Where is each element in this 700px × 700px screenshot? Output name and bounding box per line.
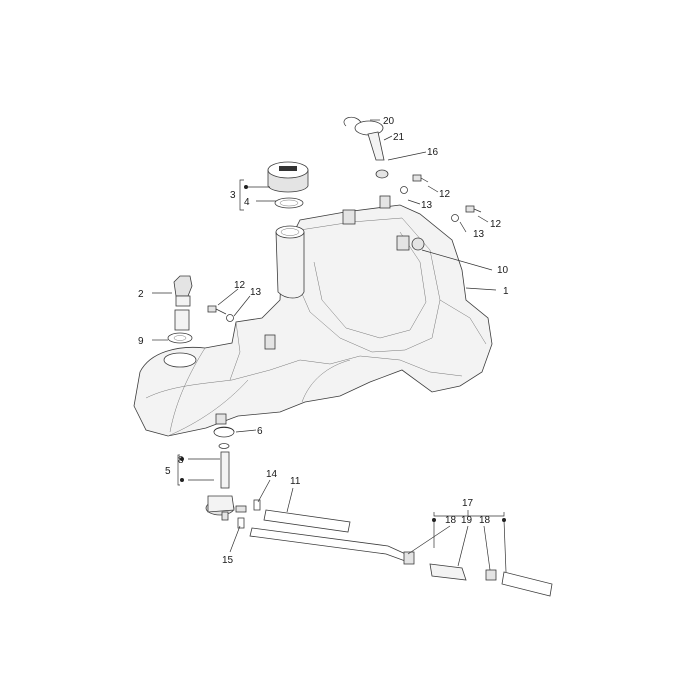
callout-1: 1: [503, 286, 509, 297]
callout-4: 4: [244, 197, 250, 208]
callout-13-b: 13: [421, 200, 433, 211]
callout-13-a: 13: [250, 287, 262, 298]
callout-5: 5: [165, 466, 171, 477]
fuel-level-sender: [167, 275, 193, 344]
callout-15: 15: [222, 555, 234, 566]
fuel-tap-assembly: [205, 426, 261, 529]
callout-11: 11: [290, 476, 301, 487]
filler-cap: [267, 161, 309, 209]
callout-13-c: 13: [473, 229, 485, 240]
callout-16: 16: [427, 147, 439, 158]
callout-20: 20: [383, 116, 395, 127]
callout-21: 21: [393, 132, 405, 143]
callout-19: 19: [461, 515, 473, 526]
callout-10: 10: [497, 265, 509, 276]
callout-18-b: 18: [479, 515, 491, 526]
callout-8: 8: [178, 455, 184, 466]
callout-labels: 1 2 3 4 5 6 8 9 10 11 12 12 12 13 13 13 …: [138, 116, 509, 566]
callout-18-a: 18: [445, 515, 457, 526]
callout-3: 3: [230, 190, 236, 201]
bolts-and-washers: [207, 174, 482, 322]
fuel-hose: [263, 509, 351, 533]
leader-lines: [152, 119, 507, 573]
callout-2: 2: [138, 289, 144, 300]
callout-12-c: 12: [490, 219, 502, 230]
callout-17: 17: [462, 498, 474, 509]
callout-6: 6: [257, 426, 263, 437]
fuel-tank: [133, 195, 493, 437]
callout-9: 9: [138, 336, 144, 347]
callout-12-b: 12: [439, 189, 451, 200]
cap-tether: [343, 116, 389, 179]
cable-assembly: [249, 527, 553, 597]
callout-14: 14: [266, 469, 278, 480]
assembly-bullets: [180, 185, 506, 522]
callout-12-a: 12: [234, 280, 246, 291]
